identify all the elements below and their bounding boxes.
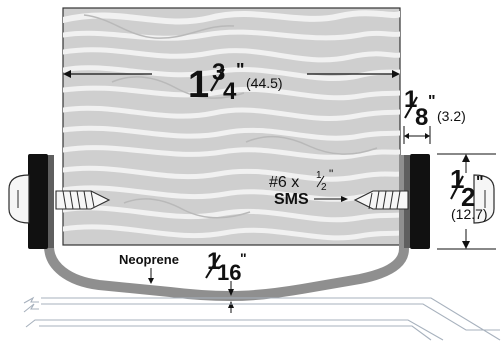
screw-label: #6 x 1 2 " SMS (269, 167, 348, 208)
wood-grain-pattern (63, 10, 400, 241)
bottom-gap-den: 16 (217, 260, 241, 285)
height-dimension: 1 2 " (12.7) (437, 153, 496, 250)
neoprene-sweep (44, 155, 409, 301)
height-num: 1 (450, 164, 464, 194)
wood-panel (62, 7, 401, 246)
screw-type: SMS (274, 191, 309, 208)
left-black-seal (28, 154, 48, 249)
bottom-gap-dimension: 1 16 " (205, 248, 247, 313)
gap-num: 1 (404, 86, 417, 113)
main-width-whole: 1 (188, 64, 209, 106)
screw-inch: " (329, 167, 333, 181)
left-screw-icon (55, 190, 111, 210)
main-width-inch: " (236, 60, 245, 80)
screw-size-prefix: #6 x (269, 174, 299, 191)
neoprene-label-group: Neoprene (119, 252, 179, 284)
right-screw-icon (353, 190, 409, 210)
screw-fraction-den: 2 (321, 182, 327, 193)
threshold-floor (23, 296, 501, 341)
main-width-den: 4 (223, 78, 237, 105)
height-mm: (12.7) (451, 206, 488, 222)
right-screw-head-icon (473, 174, 495, 224)
bottom-gap-num: 1 (207, 248, 220, 275)
gap-dimension: 1 8 " (3.2) (403, 86, 466, 144)
left-stop-edge (48, 155, 54, 248)
gap-mm: (3.2) (437, 108, 466, 124)
left-stop-assembly (28, 154, 54, 249)
neoprene-label: Neoprene (119, 252, 179, 267)
height-inch: " (476, 174, 484, 191)
main-width-num: 3 (212, 59, 225, 86)
left-screw-head-icon (8, 174, 30, 224)
screw-fraction-num: 1 (316, 170, 322, 181)
gap-inch: " (428, 93, 436, 110)
wood-panel-rect (62, 7, 401, 246)
bottom-gap-inch: " (240, 250, 247, 266)
main-width-mm: (44.5) (246, 75, 283, 91)
gap-den: 8 (415, 104, 428, 131)
main-width-dimension: 1 3 4 " (44.5) (63, 59, 400, 106)
right-black-seal (410, 154, 430, 249)
height-den: 2 (461, 182, 475, 212)
